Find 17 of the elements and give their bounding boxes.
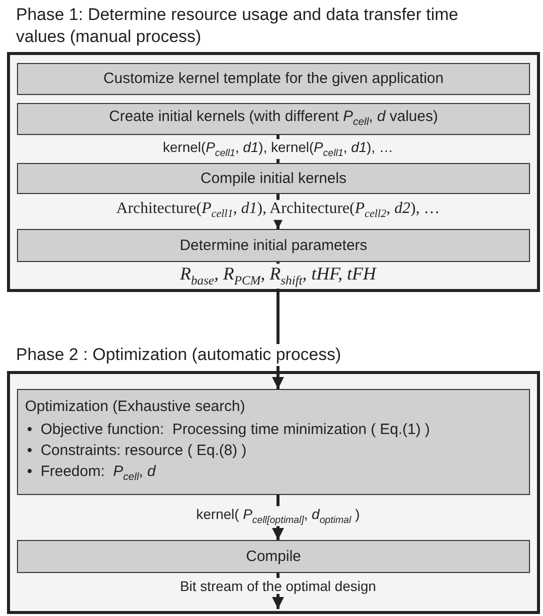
box-text: Determine initial parameters [180, 236, 368, 256]
process-box [17, 63, 530, 95]
bullet-item: • Constraints: resource ( Eq.(8) ) [27, 441, 248, 461]
process-box [17, 163, 530, 194]
edge-label: kernel( P$_{cell[optimal]}$, d$_{optimal}$ ) [194, 506, 362, 526]
box-text: Compile initial kernels [200, 168, 346, 188]
process-box [17, 389, 530, 495]
box-text: Compile [246, 546, 302, 566]
process-box [17, 229, 530, 262]
edge-label: R$_{base}$, R$_{PCM}$, R$_{shift}$, tHF, tFH [178, 264, 378, 288]
box-text: Create initial kernels (with different P$_{cell}$, d values) [109, 106, 438, 130]
process-box [17, 103, 530, 135]
process-box [17, 540, 530, 573]
box-text: Customize kernel template for the given application [103, 69, 444, 89]
box-heading: Optimization (Exhaustive search) [25, 397, 246, 417]
bullet-item: • Objective function: Processing time minimization ( Eq.(1) ) [27, 420, 431, 440]
bullet-item: • Freedom: P$_{cell}$, d [27, 462, 157, 485]
